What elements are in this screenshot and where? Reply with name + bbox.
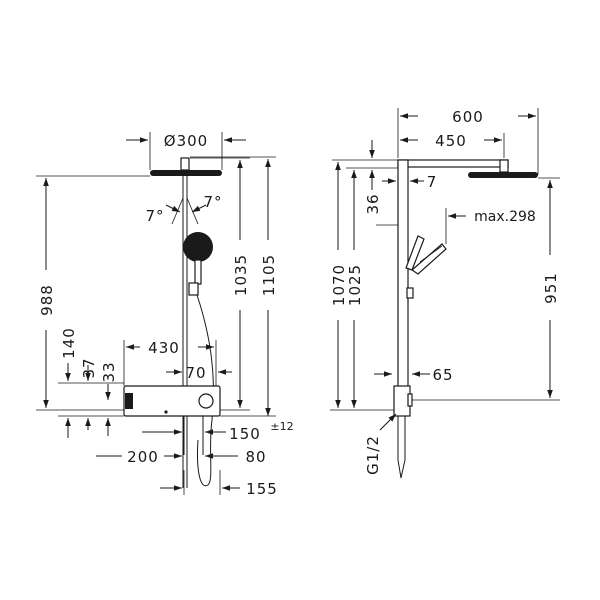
dim-arm-offset-7: 7 bbox=[427, 173, 438, 191]
dim-height-1070: 1070 bbox=[330, 264, 348, 306]
dim-offset-80: 80 bbox=[245, 448, 266, 466]
dim-thermostat-width: 430 bbox=[148, 339, 180, 357]
dim-connection: G1/2 bbox=[364, 435, 382, 475]
dim-offset-155: 155 bbox=[246, 480, 278, 498]
dim-spout-140: 140 bbox=[60, 327, 78, 359]
front-thermostat-knob bbox=[198, 393, 214, 409]
side-hand-shower bbox=[405, 235, 425, 271]
front-thermostat-dot bbox=[164, 410, 168, 414]
dim-tilt-right: 7° bbox=[203, 193, 222, 211]
dim-spout-33: 33 bbox=[100, 361, 118, 382]
side-view: 600 450 36 7 max.298 1070 1025 bbox=[330, 108, 560, 479]
dim-handshower-reach: max.298 bbox=[474, 209, 536, 225]
dim-head-diameter: Ø300 bbox=[164, 132, 208, 150]
dim-tolerance: ±12 bbox=[270, 420, 293, 433]
side-arm bbox=[397, 159, 509, 168]
dim-arm-thickness-36: 36 bbox=[364, 193, 382, 214]
side-arm-joint bbox=[499, 159, 509, 173]
side-thermostat-knob bbox=[407, 393, 413, 407]
dim-wall-offset-65: 65 bbox=[432, 366, 453, 384]
front-slider bbox=[188, 282, 199, 296]
front-hand-shower-head bbox=[183, 232, 213, 262]
dim-offset-200: 200 bbox=[127, 448, 159, 466]
dim-offset-70: 70 bbox=[185, 364, 206, 382]
front-rain-head bbox=[150, 170, 222, 176]
dim-spout-37: 37 bbox=[80, 357, 98, 378]
front-head-mount bbox=[180, 157, 190, 171]
dim-centers-150: 150 bbox=[229, 425, 261, 443]
dim-total-height: 988 bbox=[38, 284, 56, 316]
side-hand-shower-spray bbox=[411, 243, 447, 275]
front-thermostat bbox=[123, 385, 221, 417]
side-slider bbox=[406, 287, 414, 299]
dim-height-1025: 1025 bbox=[346, 264, 364, 306]
front-thermostat-button bbox=[125, 393, 133, 409]
dim-rail-height-a: 1035 bbox=[232, 254, 250, 296]
front-hand-shower-handle bbox=[194, 259, 202, 285]
dim-tilt-left: 7° bbox=[145, 207, 164, 225]
front-view: Ø300 7° 7° 988 1035 1105 bbox=[36, 132, 294, 498]
dim-arm-length: 600 bbox=[452, 108, 484, 126]
dim-rail-height-b: 1105 bbox=[260, 254, 278, 296]
dim-height-951: 951 bbox=[542, 272, 560, 304]
side-column bbox=[397, 159, 409, 391]
dim-arm-reach: 450 bbox=[435, 132, 467, 150]
side-rain-head bbox=[468, 172, 538, 178]
